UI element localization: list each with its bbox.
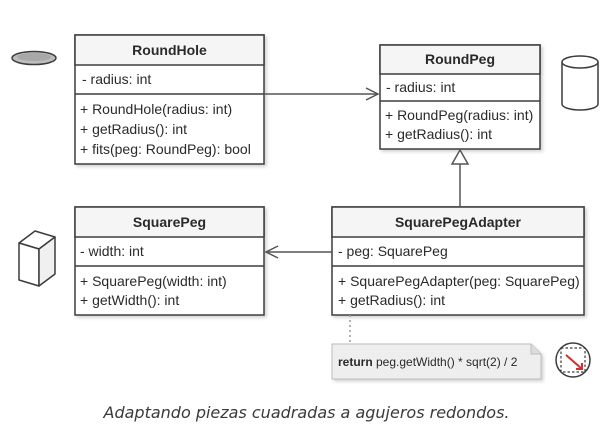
class-round-peg-method: + getRadius(): int [385, 126, 492, 142]
class-square-peg-title: SquarePeg [133, 214, 206, 230]
class-round-hole-field: - radius: int [82, 71, 151, 87]
association-arrow-adapter-to-square-peg [264, 245, 332, 259]
class-square-peg-adapter [331, 206, 585, 316]
class-round-hole-method: + getRadius(): int [80, 121, 187, 137]
square-in-circle-icon [555, 342, 591, 378]
code-note-keyword: return [338, 355, 373, 369]
class-adapter-field: - peg: SquarePeg [338, 243, 448, 259]
association-arrow-hole-to-peg [264, 87, 380, 101]
code-note [331, 343, 542, 380]
figure-caption: Adaptando piezas cuadradas a agujeros re… [103, 403, 510, 422]
inheritance-arrow-adapter-to-peg [450, 148, 470, 207]
class-round-peg-field: - radius: int [386, 79, 455, 95]
square-peg-icon [18, 230, 56, 287]
code-note-text: return peg.getWidth() * sqrt(2) / 2 [338, 355, 518, 369]
class-round-peg-method: + RoundPeg(radius: int) [385, 107, 533, 123]
class-adapter-title: SquarePegAdapter [395, 214, 522, 230]
class-square-peg-method: + SquarePeg(width: int) [80, 273, 227, 289]
class-square-peg-method: + getWidth(): int [80, 292, 179, 308]
class-adapter-method: + SquarePegAdapter(peg: SquarePeg) [338, 273, 580, 289]
code-note-expression: peg.getWidth() * sqrt(2) / 2 [373, 355, 518, 369]
class-round-hole-title: RoundHole [132, 42, 207, 58]
class-square-peg-field: - width: int [80, 243, 144, 259]
class-round-hole [74, 34, 265, 165]
class-adapter-header [331, 206, 585, 238]
class-square-peg-header [74, 206, 265, 238]
class-round-hole-method: + fits(peg: RoundPeg): bool [80, 141, 251, 157]
class-round-hole-method: + RoundHole(radius: int) [80, 101, 232, 117]
class-adapter-method: + getRadius(): int [338, 292, 445, 308]
class-square-peg [74, 206, 265, 316]
class-round-hole-header [74, 34, 265, 66]
round-hole-icon [11, 50, 57, 66]
round-peg-icon [561, 55, 599, 111]
class-round-peg-header [379, 44, 541, 75]
class-round-peg-title: RoundPeg [425, 51, 495, 67]
